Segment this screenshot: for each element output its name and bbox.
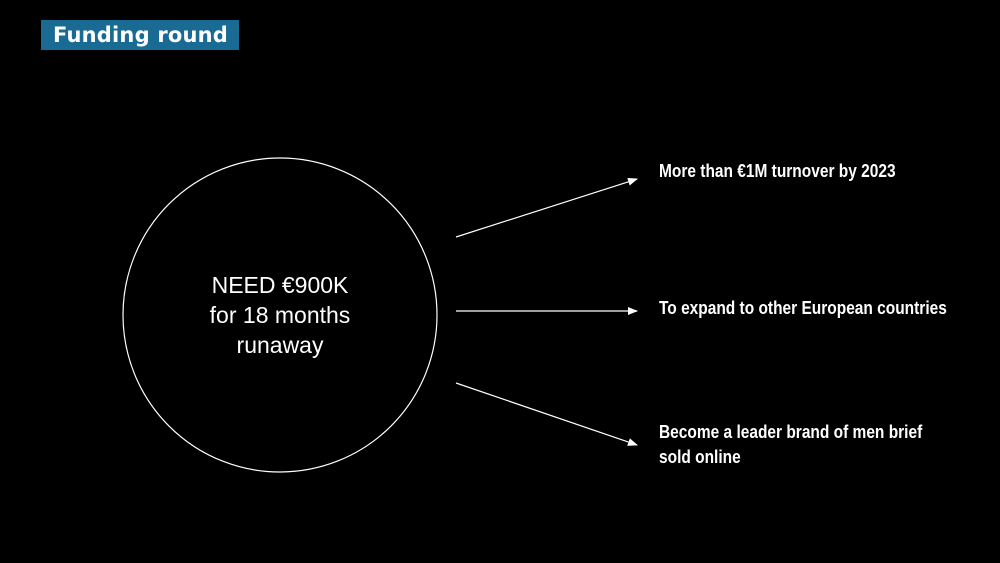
goal-expansion: To expand to other European countries xyxy=(659,296,947,321)
need-runway: runaway xyxy=(236,332,324,358)
goal-turnover: More than €1M turnover by 2023 xyxy=(659,159,896,184)
goal-leader-brand-line1: Become a leader brand of men brief xyxy=(659,422,923,442)
need-duration: for 18 months xyxy=(209,302,351,328)
arrow-to-turnover-goal xyxy=(455,177,638,238)
goal-turnover-text: More than €1M turnover by 2023 xyxy=(659,161,896,181)
goal-leader-brand: Become a leader brand of men brief sold … xyxy=(659,420,922,470)
goal-leader-brand-line2: sold online xyxy=(659,447,741,467)
need-amount: NEED €900K xyxy=(211,272,349,298)
title-badge: Funding round xyxy=(41,20,240,50)
goal-expansion-text: To expand to other European countries xyxy=(659,298,947,318)
arrow-to-leader-goal xyxy=(455,382,638,446)
need-statement: NEED €900K for 18 months runaway xyxy=(123,158,437,472)
slide-title: Funding round xyxy=(53,23,229,47)
need-circle xyxy=(122,157,438,473)
